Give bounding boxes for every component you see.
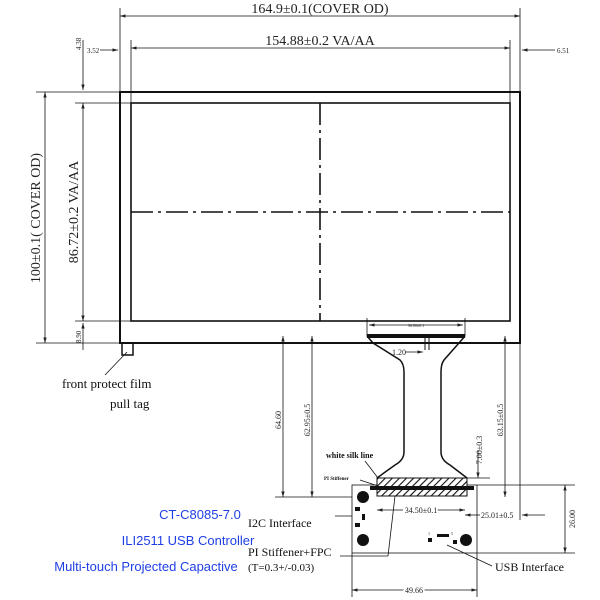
white-silk-label: white silk line	[326, 451, 374, 460]
dim-board-height: 26.00	[568, 510, 577, 528]
pi-fpc-label-line2: (T=0.3+/-0.03)	[248, 562, 315, 574]
dim-va-height: 86.72±0.2 VA/AA	[67, 160, 82, 263]
dim-stiffener-width: 34.50±0.1	[405, 506, 437, 515]
dim-va-width: 154.88±0.2 VA/AA	[265, 34, 375, 49]
dim-fpc-top-width: 36.80±0.1	[408, 323, 424, 328]
cover-outline	[119, 91, 521, 344]
dim-fpc-length-total: 64.60	[274, 411, 283, 429]
dim-fpc-offset: 25.01±0.5	[481, 511, 513, 520]
i2c-interface-label: I2C Interface	[248, 516, 312, 530]
fpc-cable	[366, 335, 468, 479]
pull-tag-label-line1: front protect film	[62, 376, 152, 391]
dim-fpc-slot: 1.20	[392, 348, 406, 357]
dim-fpc-length-right: 63.15±0.5	[496, 404, 505, 436]
product-controller: ILI2511 USB Controller	[122, 533, 255, 548]
pin-5-label: 5	[451, 531, 453, 536]
dim-cover-height: 100±0.1( COVER OD)	[29, 153, 44, 284]
dim-board-width: 49.66	[405, 586, 423, 595]
usb-interface-label: USB Interface	[495, 560, 564, 574]
dim-left-margin: 3.52	[87, 47, 100, 55]
pull-tag-label-line2: pull tag	[110, 396, 150, 411]
product-model: CT-C8085-7.0	[159, 507, 241, 522]
product-type: Multi-touch Projected Capactive	[54, 559, 238, 574]
dim-right-margin: 6.51	[557, 47, 570, 55]
dim-cover-width: 164.9±0.1(COVER OD)	[251, 2, 389, 17]
dim-top-margin: 4.38	[75, 37, 83, 50]
pin-1-label: 1	[428, 531, 430, 536]
pi-stiffener-label: PI Stiffener	[324, 477, 350, 482]
pi-fpc-label-line1: PI Stiffener+FPC	[248, 545, 332, 559]
dim-stiffener-height: 7.00±0.3	[475, 436, 484, 464]
pull-tag	[121, 342, 134, 356]
dim-bottom-margin: 8.90	[75, 330, 83, 343]
dim-fpc-length-left: 62.95±0.5	[303, 404, 312, 436]
